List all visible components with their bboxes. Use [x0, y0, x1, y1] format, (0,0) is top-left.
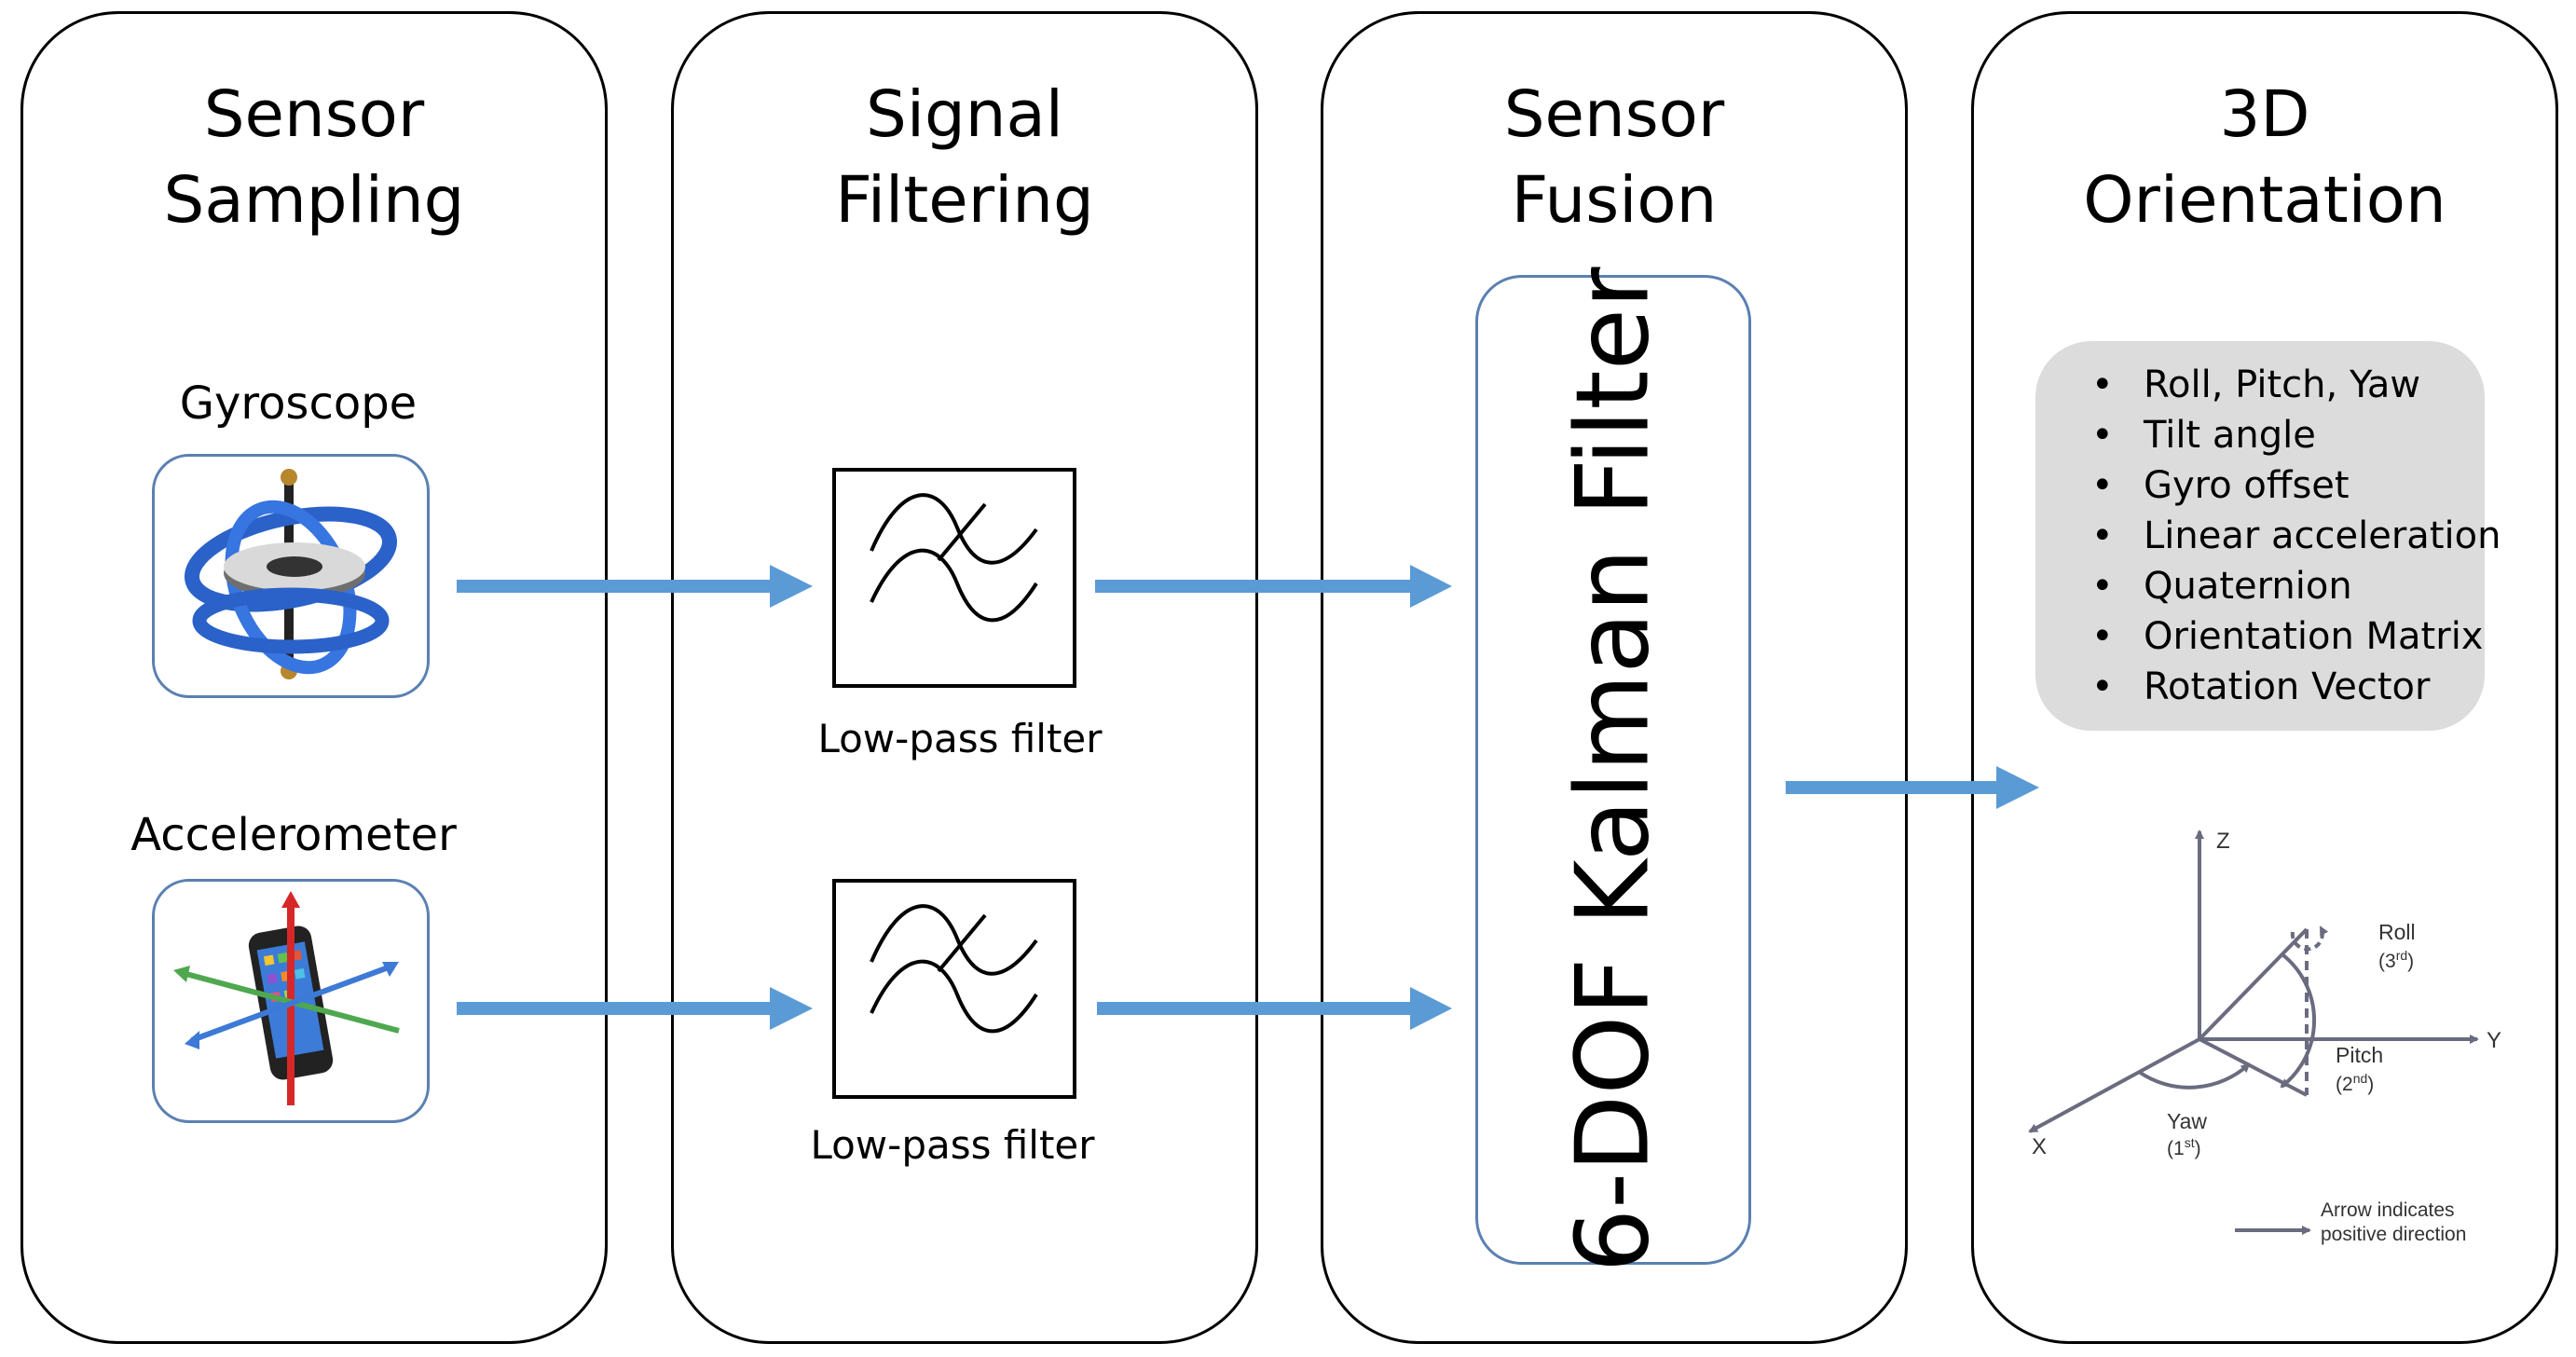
- stage-title-line1: 3D: [2219, 77, 2310, 152]
- x-axis-label: X: [2032, 1134, 2047, 1159]
- roll-label: Roll: [2378, 920, 2416, 944]
- accelerometer-icon: [173, 891, 400, 1105]
- sine-wave-icon: [870, 904, 1038, 1034]
- low-pass-filter-caption-bottom: Low-pass filter: [810, 1122, 1095, 1168]
- stage-title-line2: Filtering: [835, 163, 1094, 238]
- output-item: Orientation Matrix: [2091, 611, 2485, 662]
- roll-order: (3rd): [2378, 948, 2414, 972]
- yaw-order: (1st): [2167, 1135, 2201, 1159]
- z-axis-label: Z: [2216, 829, 2230, 854]
- stage-title-line1: Sensor: [1503, 77, 1725, 152]
- low-pass-filter-caption-top: Low-pass filter: [817, 716, 1103, 761]
- sine-wave-icon: [870, 493, 1038, 623]
- output-item: Quaternion: [2091, 561, 2485, 611]
- output-item: Rotation Vector: [2091, 662, 2485, 712]
- legend-line1: Arrow indicates: [2321, 1199, 2455, 1221]
- roll-pitch-yaw-axes-diagram: Z Y X Roll (3rd) Pitch (2nd) Yaw (1st) A…: [2028, 829, 2501, 1245]
- stage-title: Sensor Fusion: [1323, 72, 1905, 243]
- stage-title-line2: Sampling: [163, 163, 465, 238]
- low-pass-filter-box-top: [832, 468, 1076, 688]
- stage-panel-sensor-fusion: Sensor Fusion: [1321, 11, 1908, 1344]
- stage-title-line2: Orientation: [2083, 163, 2446, 238]
- output-item: Linear acceleration: [2091, 511, 2501, 561]
- stage-title-line2: Fusion: [1511, 163, 1718, 238]
- gyroscope-image: [152, 454, 430, 698]
- x-axis: [2028, 1037, 2200, 1133]
- y-axis-label: Y: [2487, 1028, 2501, 1053]
- stage-title-line1: Sensor: [203, 77, 425, 152]
- kalman-filter-label: 6-DOF Kalman Filter: [1555, 267, 1672, 1273]
- stage-title-line1: Signal: [866, 77, 1063, 152]
- accelerometer-label: Accelerometer: [130, 809, 457, 861]
- accelerometer-image: [152, 879, 430, 1123]
- stage-title: Sensor Sampling: [23, 72, 605, 243]
- output-item: Roll, Pitch, Yaw: [2091, 360, 2485, 410]
- stage-title: Signal Filtering: [674, 72, 1255, 243]
- stage-title: 3D Orientation: [1974, 72, 2555, 243]
- pitch-order: (2nd): [2336, 1071, 2374, 1095]
- gyroscope-icon: [184, 469, 398, 679]
- output-item: Tilt angle: [2091, 410, 2485, 460]
- output-item: Gyro offset: [2091, 460, 2485, 511]
- yaw-label: Yaw: [2167, 1109, 2207, 1133]
- gyroscope-label: Gyroscope: [179, 377, 418, 430]
- pitch-label: Pitch: [2336, 1043, 2383, 1067]
- kalman-filter-box: 6-DOF Kalman Filter: [1475, 267, 1751, 1273]
- legend-line2: positive direction: [2321, 1224, 2466, 1245]
- low-pass-filter-box-bottom: [832, 879, 1076, 1099]
- orientation-outputs-list: Roll, Pitch, Yaw Tilt angle Gyro offset …: [2035, 341, 2501, 731]
